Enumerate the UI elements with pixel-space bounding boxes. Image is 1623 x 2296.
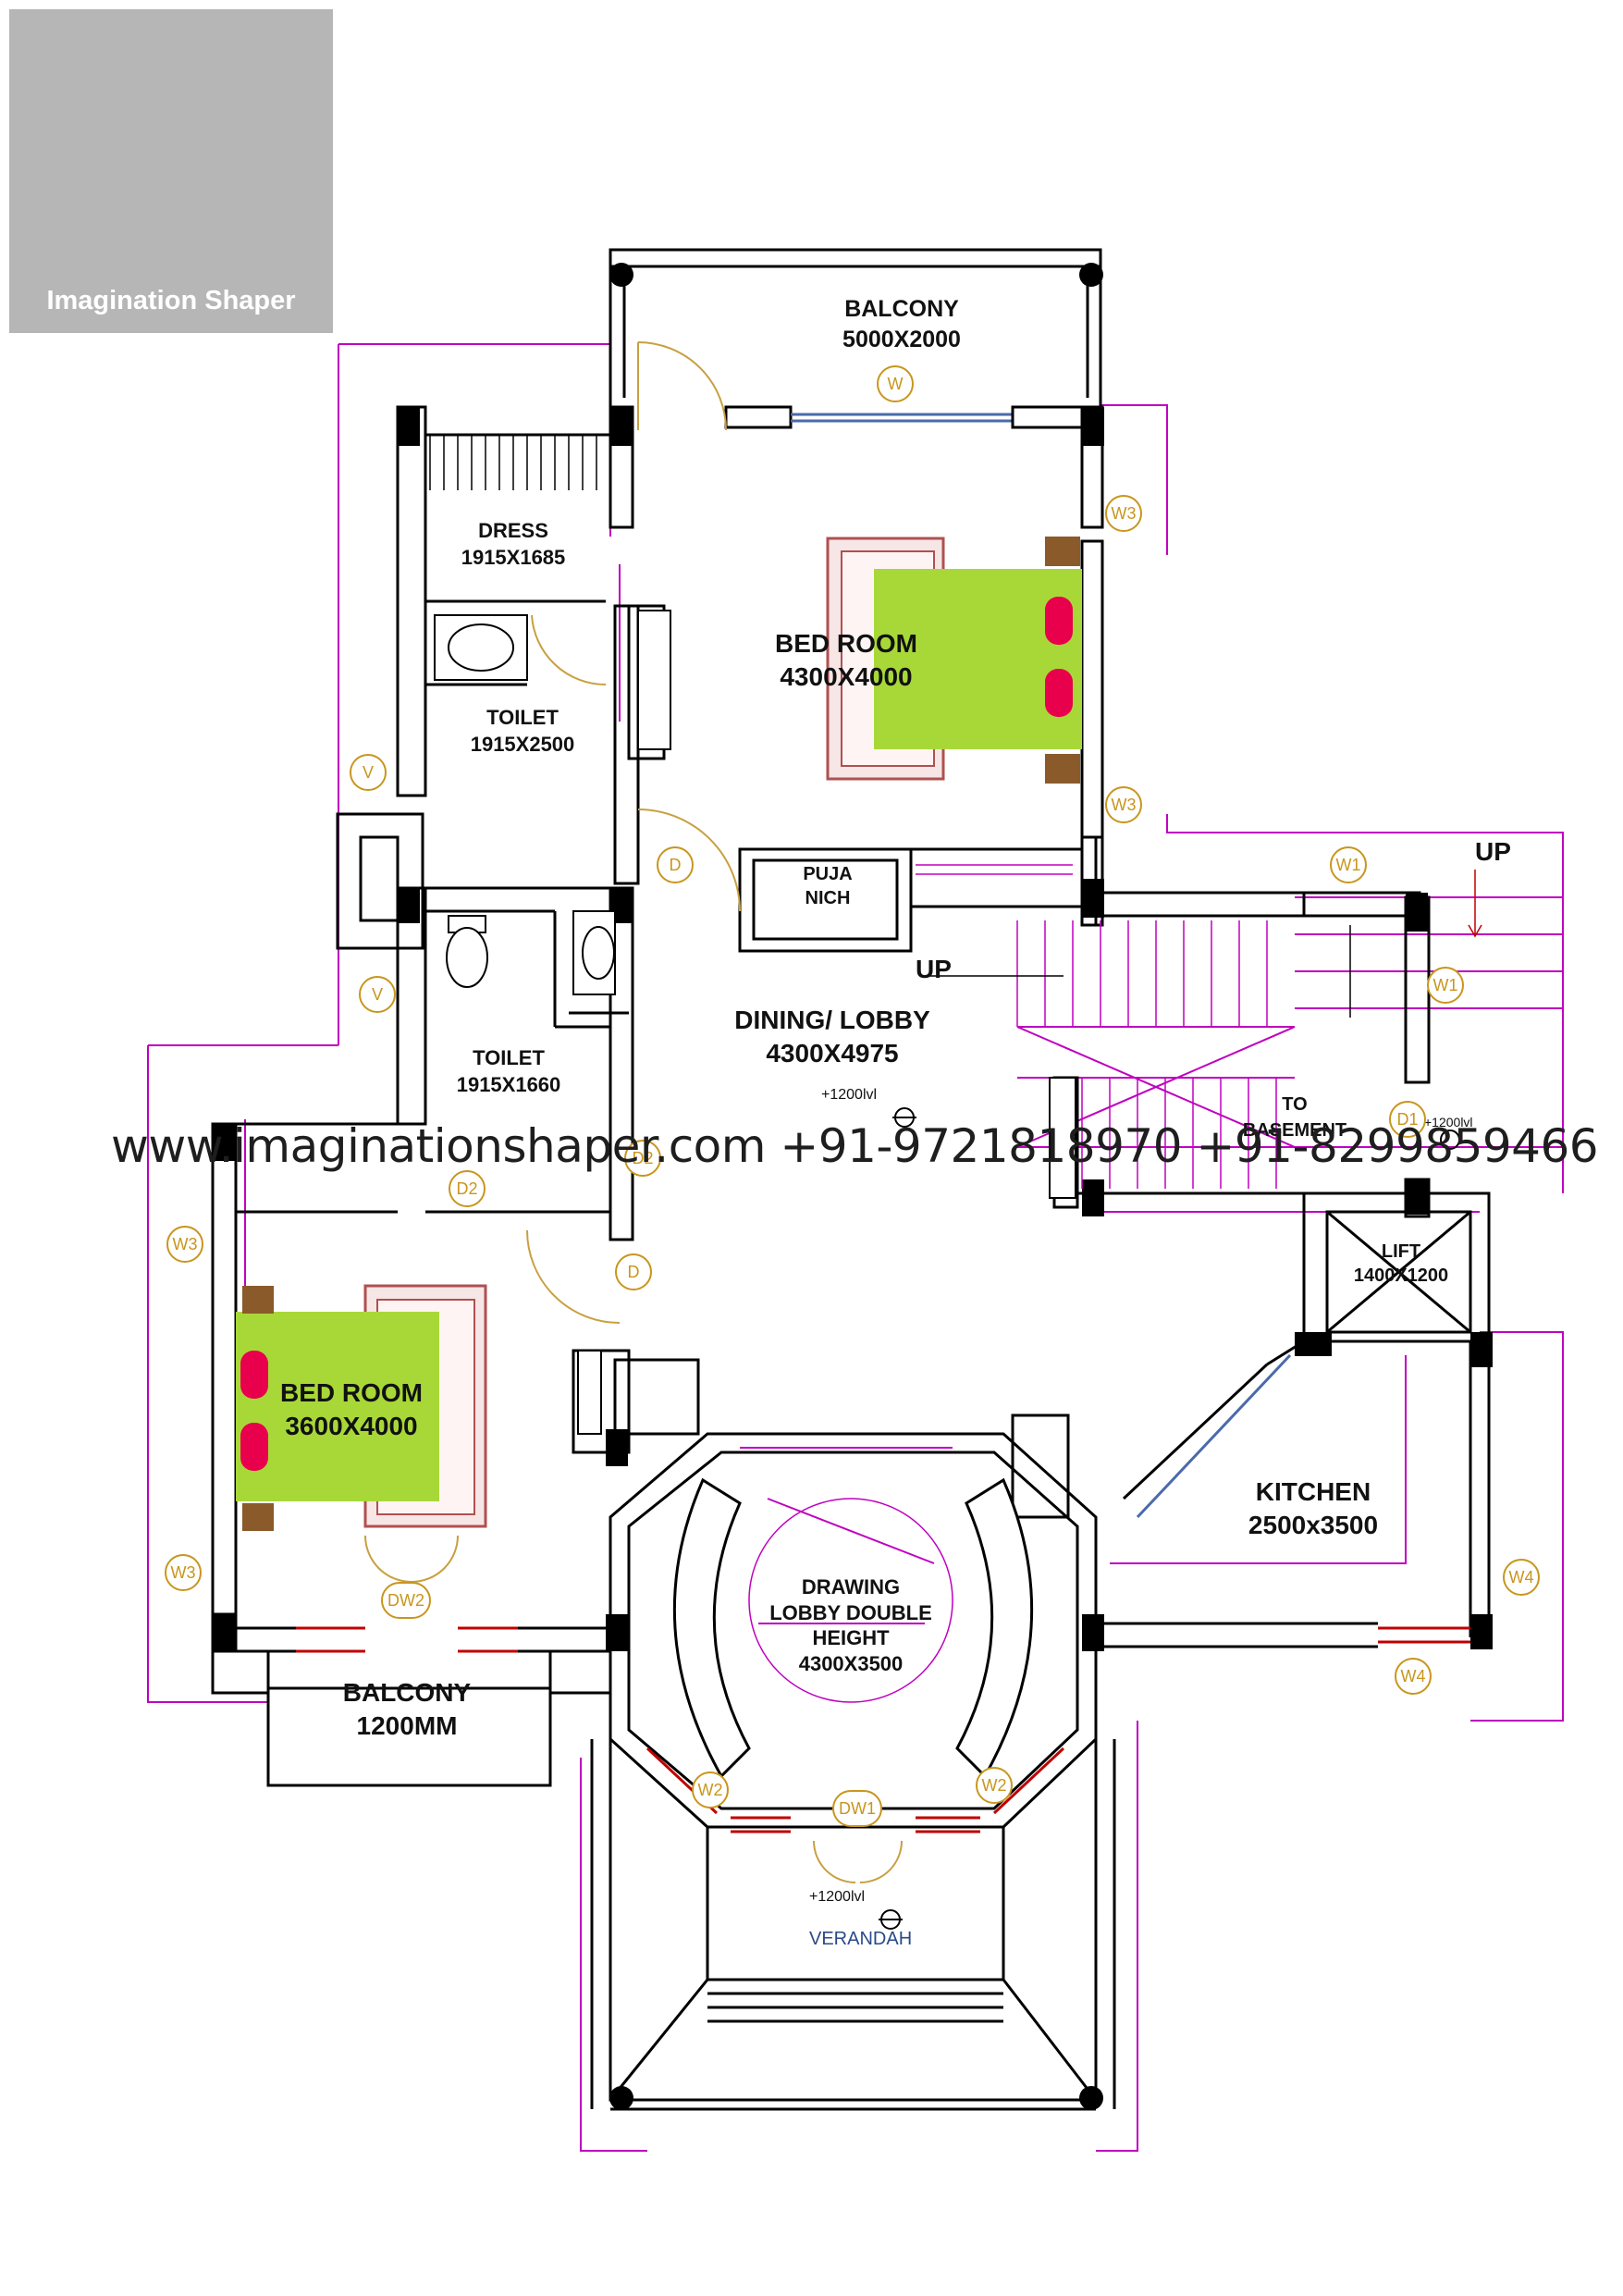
tag-w4-right: W4 — [1503, 1559, 1540, 1596]
lift-name: LIFT — [1381, 1241, 1421, 1262]
tag-d-lower: D — [615, 1253, 652, 1290]
balcony-top-size: 5000X2000 — [842, 326, 961, 352]
tag-d1: D1 — [1389, 1101, 1426, 1138]
tag-d2-left: D2 — [449, 1170, 486, 1207]
stair-level: +1200lvl — [1424, 1115, 1473, 1129]
dining-name: DINING/ LOBBY — [734, 1006, 930, 1034]
balcony-bottom-size: 1200MM — [356, 1711, 458, 1741]
to-basement-label: TO BASEMENT — [1235, 1092, 1355, 1143]
stair-up-label: UP — [916, 955, 952, 983]
kitchen-size: 2500x3500 — [1248, 1511, 1379, 1540]
dress-label: DRESS 1915X1685 — [425, 518, 601, 571]
bedroom-2-name: BED ROOM — [280, 1378, 423, 1407]
tag-w1-top: W1 — [1330, 846, 1367, 883]
toilet-1-size: 1915X2500 — [470, 732, 575, 756]
bedroom-2-size: 3600X4000 — [285, 1412, 418, 1441]
bedroom-2-label: BED ROOM 3600X4000 — [259, 1376, 444, 1444]
toilet-2-size: 1915X1660 — [456, 1072, 561, 1096]
columns — [213, 263, 1493, 2110]
tag-d2-right: D2 — [624, 1140, 661, 1177]
balcony-bottom-label: BALCONY 1200MM — [310, 1676, 504, 1744]
dining-level: +1200lvl — [821, 1087, 878, 1103]
kitchen-label: KITCHEN 2500x3500 — [1221, 1475, 1406, 1543]
fixtures — [434, 610, 1076, 1435]
tag-dw1: DW1 — [832, 1790, 882, 1827]
tag-w3-mid: W3 — [1105, 786, 1142, 823]
tag-v-top: V — [350, 754, 387, 791]
door-swings — [364, 341, 903, 1883]
drawing-line3: HEIGHT — [812, 1626, 890, 1649]
tag-w1-right: W1 — [1427, 967, 1464, 1004]
bedroom-2-bed — [236, 1284, 487, 1531]
watermark-contact: www.imaginationshaper.com +91-9721818970… — [111, 1119, 1599, 1173]
brand-logo: Imagination Shaper — [9, 9, 333, 333]
balcony-top-name: BALCONY — [844, 296, 959, 322]
bedroom-1-name: BED ROOM — [775, 629, 917, 658]
toilet-1-name: TOILET — [486, 706, 559, 729]
bedroom-1-label: BED ROOM 4300X4000 — [749, 627, 943, 695]
tag-w: W — [877, 365, 914, 402]
verandah-label: VERANDAH — [809, 1929, 913, 1949]
logo-brand-text: Imagination Shaper — [46, 286, 296, 315]
staircase — [429, 435, 1482, 1189]
to-basement-line2: BASEMENT — [1242, 1120, 1347, 1141]
drawing-line1: DRAWING — [801, 1575, 901, 1599]
tag-w3-left-bottom: W3 — [165, 1554, 202, 1591]
balcony-bottom-name: BALCONY — [342, 1678, 472, 1707]
tag-w3-left-top: W3 — [166, 1226, 203, 1263]
bedroom-1-bed — [826, 537, 1082, 784]
level-markers — [748, 1107, 1460, 1930]
puja-name-line2: NICH — [805, 888, 851, 908]
toilet-2-name: TOILET — [473, 1046, 545, 1069]
tag-dw2: DW2 — [381, 1582, 431, 1619]
lift-size: 1400X1200 — [1353, 1265, 1449, 1286]
verandah-level: +1200lvl — [809, 1889, 866, 1905]
tag-w2-left: W2 — [692, 1771, 729, 1808]
lift-label: LIFT 1400X1200 — [1322, 1240, 1480, 1288]
kitchen-name: KITCHEN — [1255, 1477, 1371, 1506]
tag-v-bottom: V — [359, 976, 396, 1013]
dress-size: 1915X1685 — [461, 545, 566, 569]
puja-label: PUJA NICH — [758, 862, 897, 910]
drawing-size: 4300X3500 — [798, 1651, 904, 1675]
tag-w2-right: W2 — [976, 1767, 1013, 1804]
dining-size: 4300X4975 — [766, 1039, 899, 1068]
tag-d-dining: D — [657, 846, 694, 883]
drawing-label: DRAWING LOBBY DOUBLE HEIGHT 4300X3500 — [740, 1574, 962, 1676]
dress-name: DRESS — [478, 519, 548, 542]
drawing-line2: LOBBY DOUBLE — [769, 1600, 932, 1624]
walls — [211, 248, 1491, 2111]
tag-w3-top: W3 — [1105, 495, 1142, 532]
to-basement-line1: TO — [1282, 1094, 1308, 1115]
balcony-top-label: BALCONY 5000X2000 — [795, 294, 1008, 354]
right-up-label: UP — [1475, 837, 1511, 866]
dining-label: DINING/ LOBBY 4300X4975 — [698, 1004, 966, 1071]
toilet-1-label: TOILET 1915X2500 — [435, 705, 610, 758]
bedroom-1-size: 4300X4000 — [780, 662, 913, 692]
tag-w4-bottom: W4 — [1395, 1658, 1432, 1695]
puja-name-line1: PUJA — [803, 864, 853, 884]
toilet-2-label: TOILET 1915X1660 — [421, 1045, 596, 1098]
